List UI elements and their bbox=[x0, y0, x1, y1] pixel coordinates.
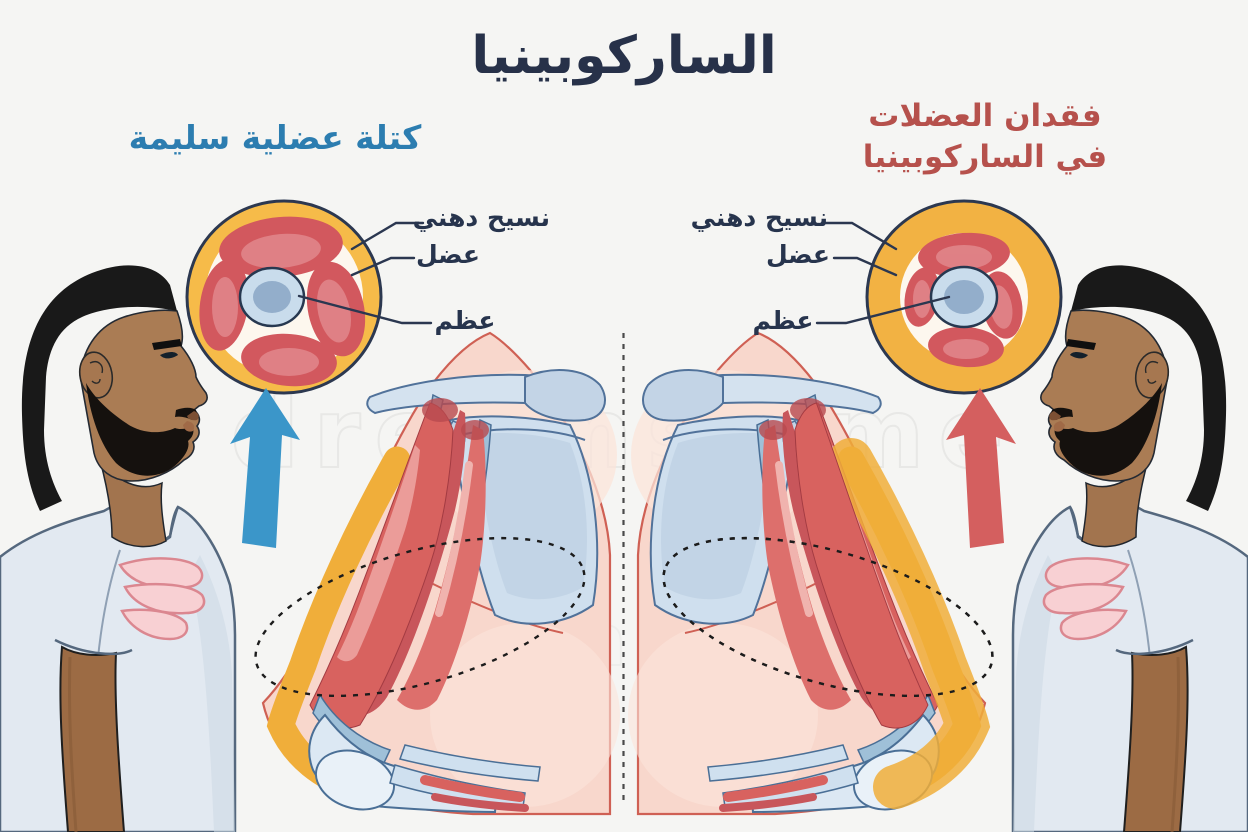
up-arrow-icon-sarcopenia bbox=[946, 388, 1016, 548]
shoulder-anatomy-healthy bbox=[238, 333, 620, 819]
muscle-cross-section-healthy bbox=[185, 199, 383, 395]
muscle-cross-section-sarcopenia bbox=[865, 199, 1063, 395]
heading-healthy: كتلة عضلية سليمة bbox=[128, 118, 422, 157]
label-muscle-sarcopenia: عضل bbox=[765, 240, 831, 269]
label-muscle-healthy: عضل bbox=[415, 240, 481, 269]
up-arrow-icon-healthy bbox=[230, 388, 300, 548]
label-leader-lines bbox=[297, 221, 951, 325]
page-title: الساركوبينيا bbox=[471, 26, 777, 86]
man-illustration-sarcopenia bbox=[1011, 263, 1248, 832]
heading-sarcopenia-line1: فقدان العضلات bbox=[868, 98, 1102, 134]
label-bone-sarcopenia: عظم bbox=[752, 306, 814, 335]
label-fat-tissue-sarcopenia: نسيح دهني bbox=[690, 203, 828, 232]
label-bone-healthy: عظم bbox=[434, 306, 496, 335]
label-fat-tissue-healthy: نسيح دهني bbox=[412, 203, 550, 232]
heading-sarcopenia: فقدان العضلات في الساركوبينيا bbox=[830, 96, 1140, 178]
shoulder-anatomy-sarcopenia bbox=[628, 333, 1010, 819]
heading-sarcopenia-line2: في الساركوبينيا bbox=[862, 138, 1108, 175]
man-illustration-healthy bbox=[0, 263, 237, 832]
